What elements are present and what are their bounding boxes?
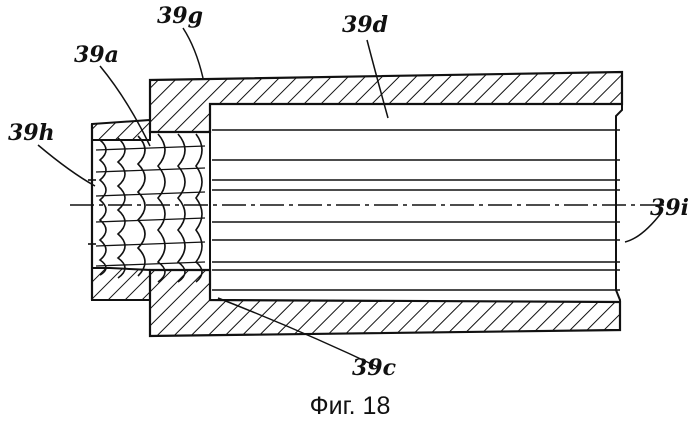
lower-wall-section (150, 270, 620, 336)
label-39h: 39h (8, 122, 55, 144)
rear-end-face (616, 72, 622, 330)
figure-caption: Фиг. 18 (270, 392, 430, 421)
upper-wall-section (150, 72, 622, 132)
label-39i: 39i (650, 197, 689, 219)
label-39c: 39c (352, 357, 396, 379)
bore-splines (212, 130, 620, 290)
label-39a: 39a (74, 44, 119, 66)
label-39g: 39g (157, 5, 203, 27)
thread-crests (96, 146, 205, 266)
internal-thread (100, 134, 202, 282)
label-39d: 39d (342, 14, 388, 36)
